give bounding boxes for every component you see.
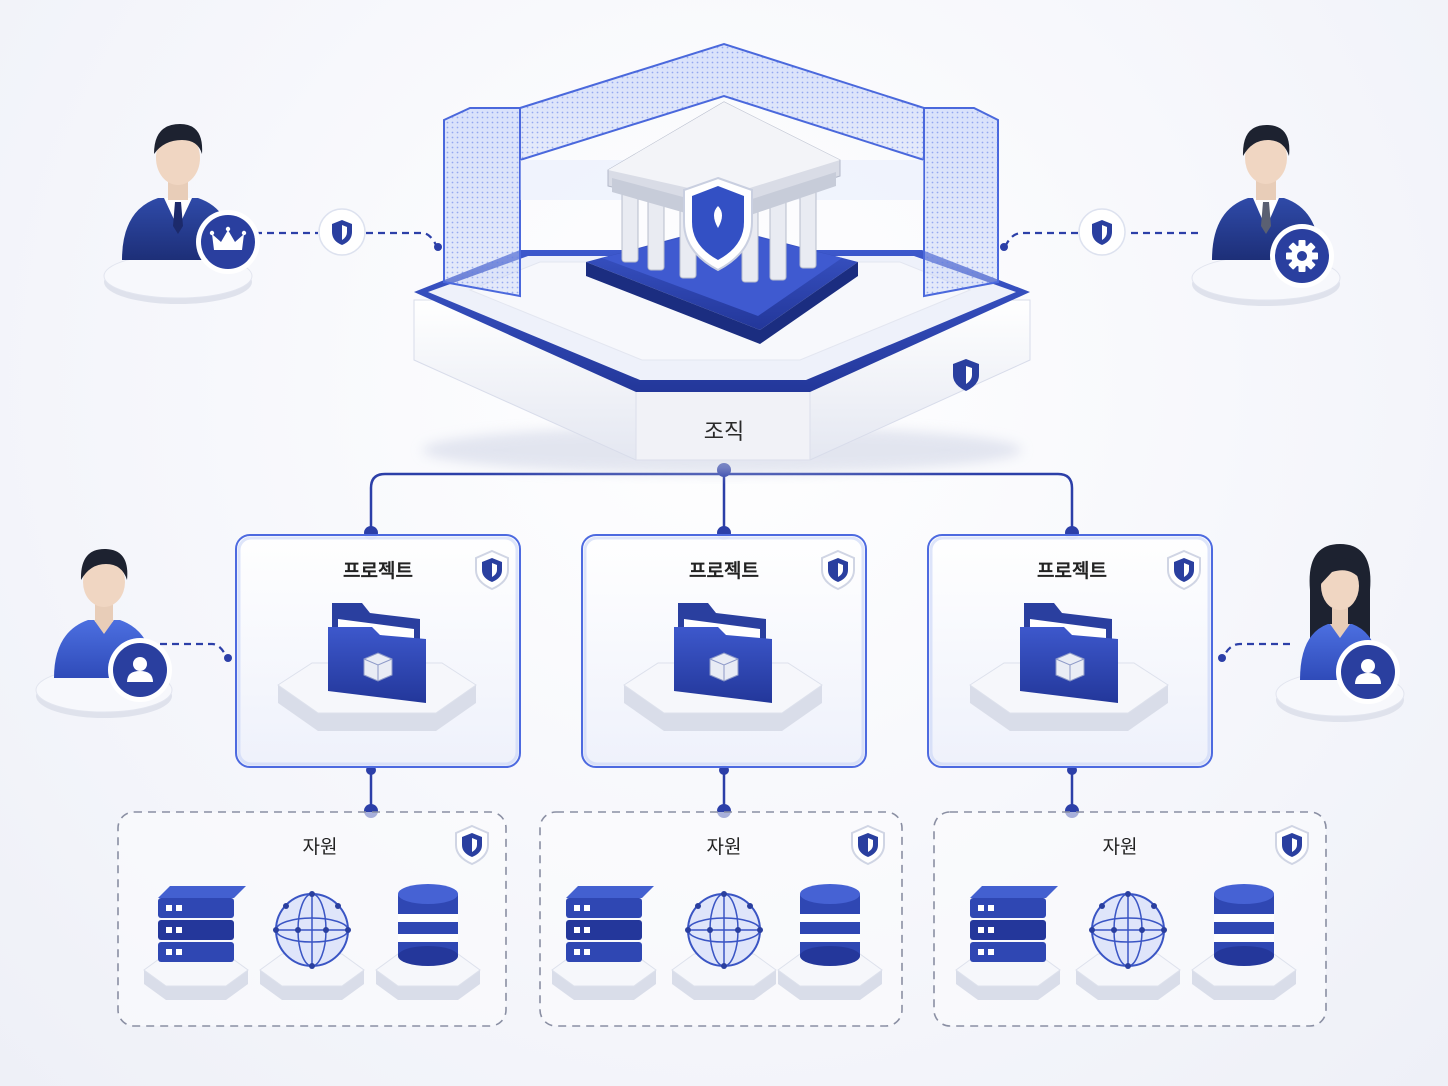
- user-admin[interactable]: [103, 124, 260, 304]
- folder-icon: [328, 603, 426, 703]
- organization-label: 조직: [703, 420, 745, 445]
- database-icon[interactable]: [777, 884, 883, 1000]
- resource-group-1[interactable]: [117, 811, 507, 1027]
- gear-icon: [1270, 224, 1334, 288]
- project-card-1[interactable]: [235, 534, 521, 768]
- crown-icon: [196, 210, 260, 274]
- project-shield-icon: [821, 549, 855, 591]
- resource-group-label: 자원: [1102, 836, 1138, 858]
- link-shield-badge-right: [1078, 208, 1126, 256]
- organization-shield-badge: [953, 359, 979, 391]
- server-icon[interactable]: [551, 886, 657, 1000]
- network-globe-icon[interactable]: [1075, 891, 1181, 1000]
- project-shield-icon: [475, 549, 509, 591]
- user-icon: [1336, 640, 1400, 704]
- resource-group-3[interactable]: [933, 811, 1327, 1027]
- user-links: [160, 231, 1290, 657]
- resource-group-label: 자원: [706, 836, 742, 858]
- user-link-endpoints: [224, 243, 1226, 662]
- resource-shield-icon: [455, 824, 489, 866]
- project-shield-icon: [1167, 549, 1201, 591]
- server-icon[interactable]: [955, 886, 1061, 1000]
- project-label: 프로젝트: [689, 560, 759, 582]
- user-operator[interactable]: [1191, 124, 1341, 306]
- project-card-3[interactable]: [927, 534, 1213, 768]
- user-member-right[interactable]: [1275, 544, 1405, 722]
- project-label: 프로젝트: [343, 560, 413, 582]
- resource-group-label: 자원: [302, 836, 338, 858]
- project-label: 프로젝트: [1037, 560, 1107, 582]
- project-card-2[interactable]: [581, 534, 867, 768]
- database-icon[interactable]: [375, 884, 481, 1000]
- organization-node: [413, 42, 1031, 474]
- folder-icon: [1020, 603, 1118, 703]
- server-icon[interactable]: [143, 886, 249, 1000]
- user-icon: [108, 638, 172, 702]
- user-member-left[interactable]: [35, 548, 173, 718]
- network-globe-icon[interactable]: [671, 891, 777, 1000]
- database-icon[interactable]: [1191, 884, 1297, 1000]
- resource-shield-icon: [1275, 824, 1309, 866]
- link-shield-badge-left: [318, 208, 366, 256]
- resource-shield-icon: [851, 824, 885, 866]
- resource-group-2[interactable]: [539, 811, 903, 1027]
- network-globe-icon[interactable]: [259, 891, 365, 1000]
- folder-icon: [674, 603, 772, 703]
